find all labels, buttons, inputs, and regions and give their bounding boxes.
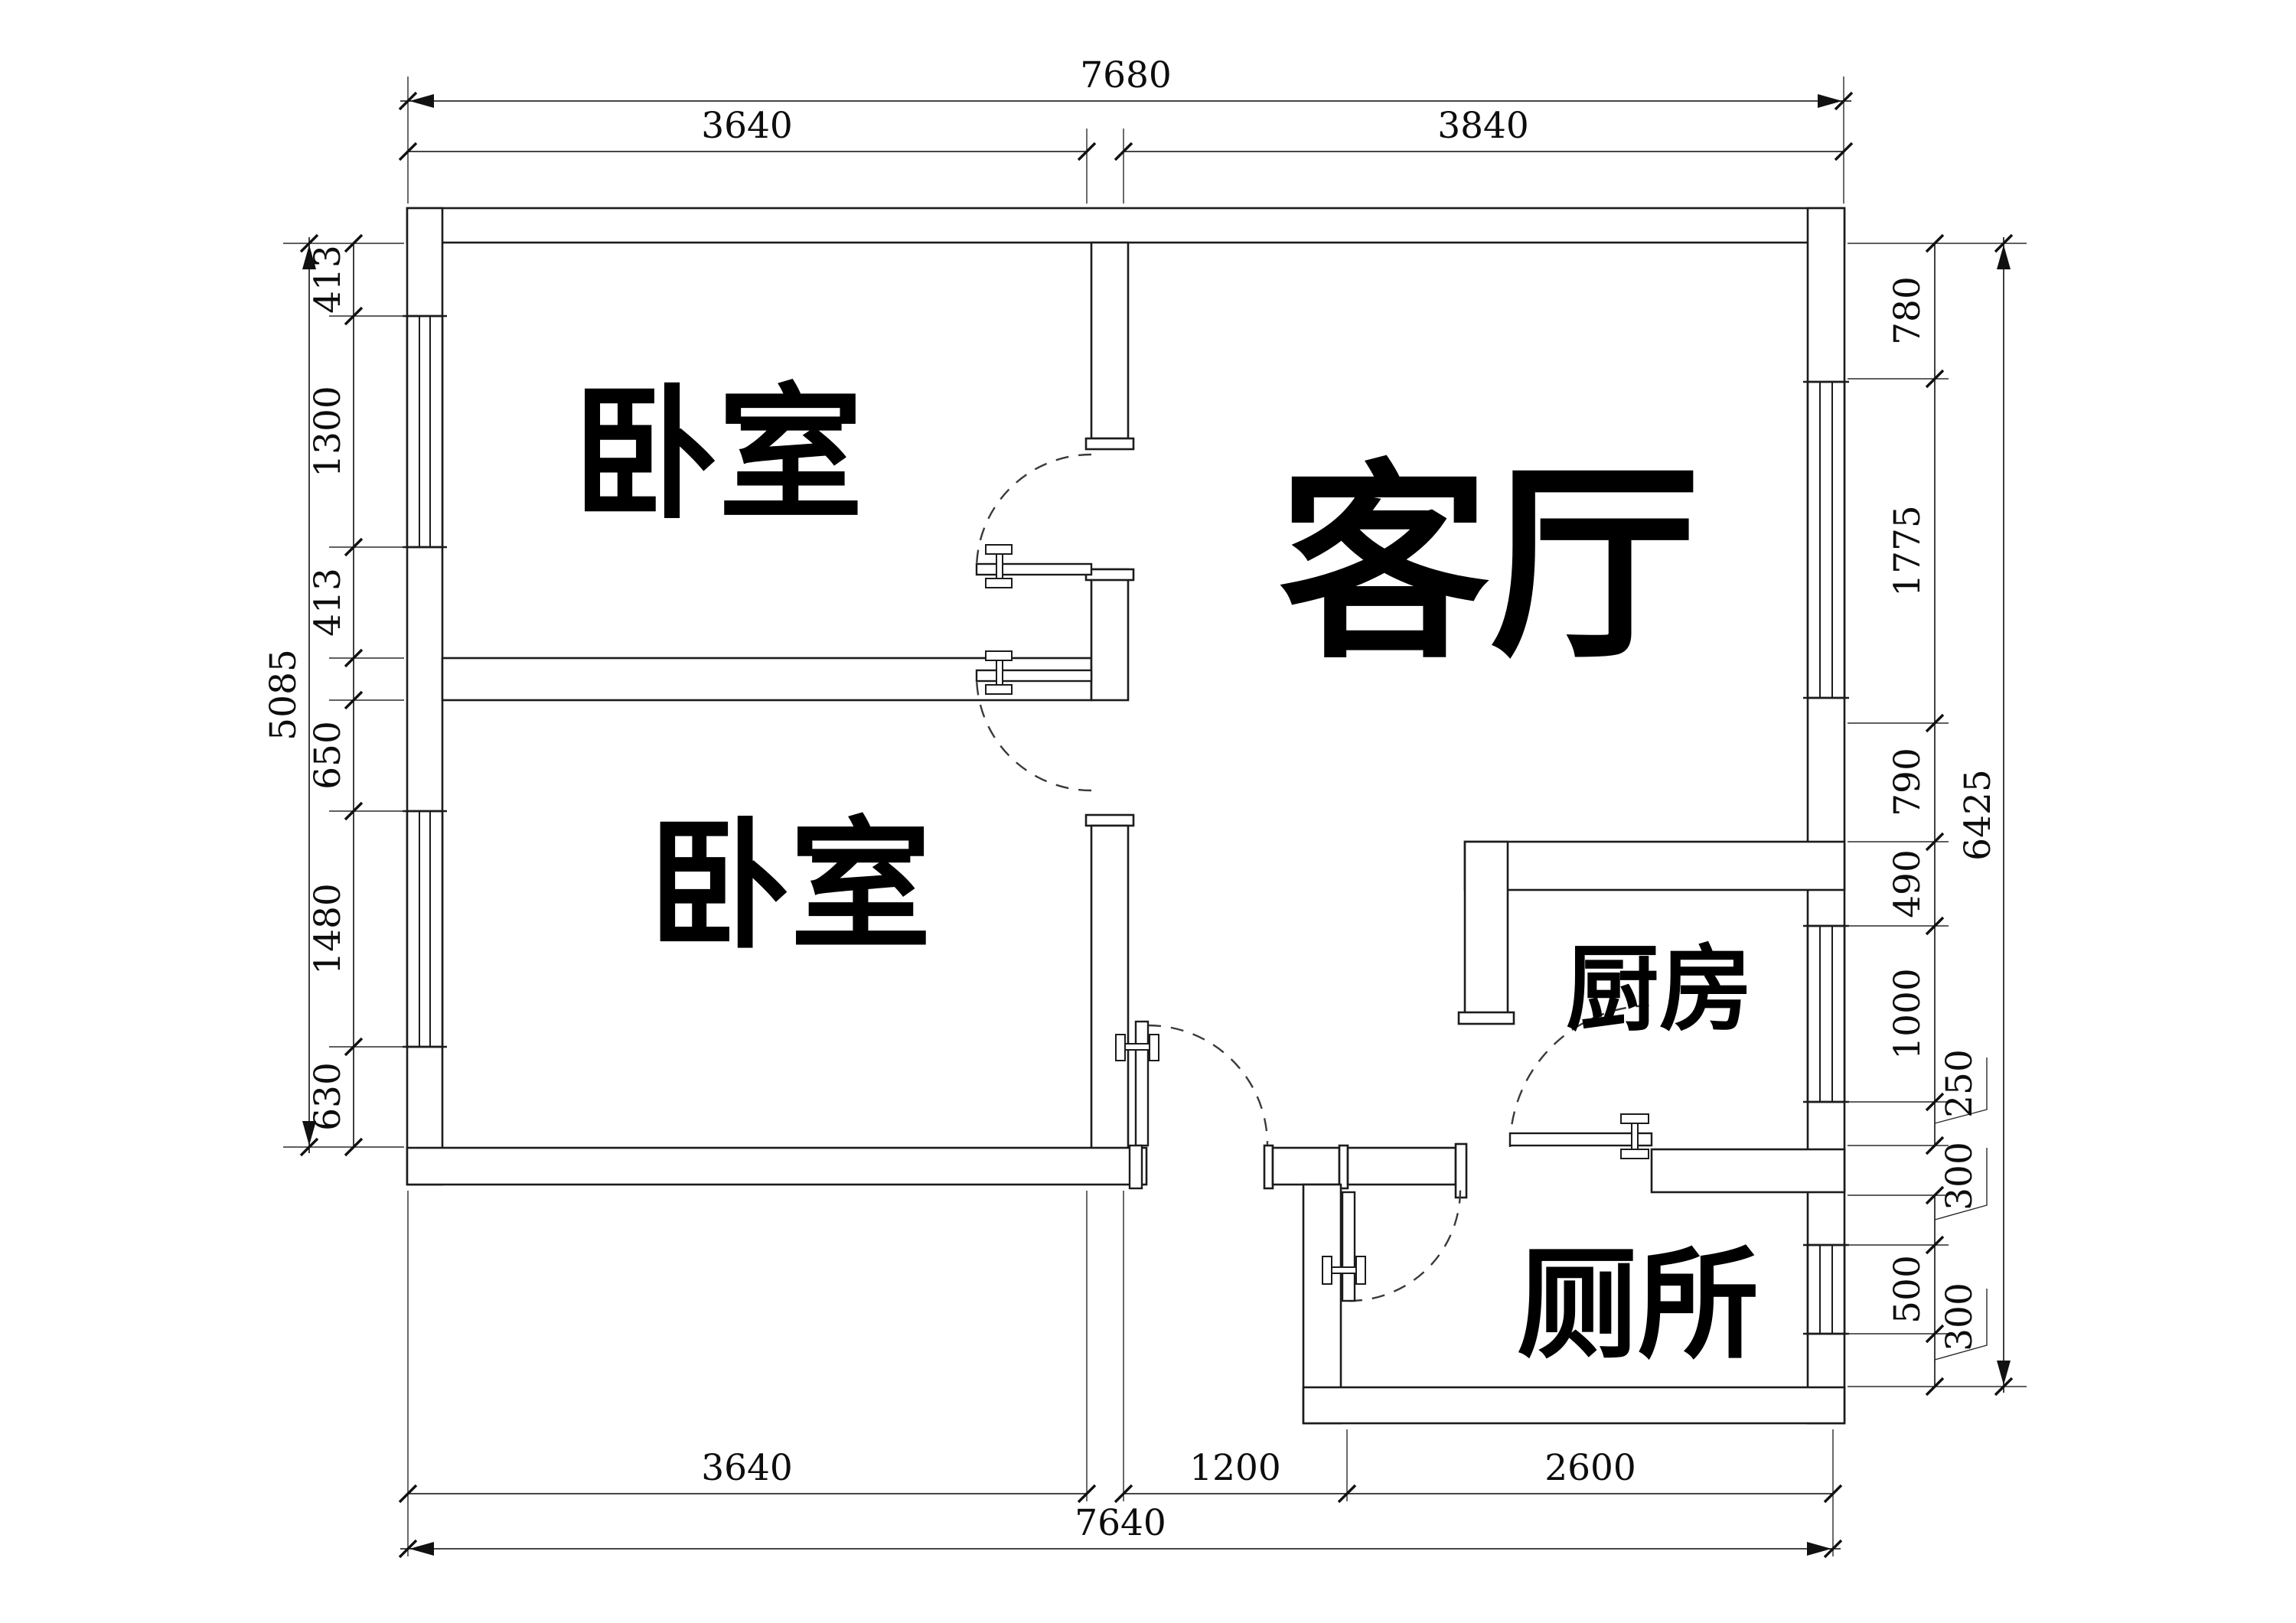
- door-swing-arc: [1349, 1189, 1462, 1302]
- wall-center-lower: [1090, 824, 1130, 1152]
- door-jamb: [1084, 568, 1135, 582]
- door-handle-icon: [1620, 1113, 1649, 1124]
- door-leaf: [1508, 1132, 1653, 1147]
- door-jamb: [1338, 1144, 1349, 1190]
- dim-bottom-right: 2600: [1544, 1447, 1636, 1489]
- window-kitchen: [1803, 924, 1849, 1103]
- window-bedroom-bottom: [403, 810, 447, 1048]
- door-swing-arc: [975, 453, 1092, 570]
- door-handle-icon: [996, 660, 1003, 686]
- door-bedroom-top: [975, 453, 1093, 588]
- door-handle-icon: [1620, 1149, 1649, 1159]
- dim-right-seg-3: 490: [1887, 849, 1929, 918]
- door-handle-icon: [1631, 1123, 1639, 1150]
- wall-center-block: [1090, 568, 1130, 702]
- wall-kitchen-west: [1463, 840, 1509, 1019]
- dim-chain-top: [398, 91, 1854, 161]
- dim-bottom-left: 3640: [701, 1447, 793, 1489]
- door-bedroom-bottom: [975, 650, 1093, 792]
- door-handle-icon: [1355, 1256, 1366, 1285]
- dim-leader-250: [1934, 1058, 1988, 1124]
- room-label-bedroom-top: 卧室: [572, 370, 863, 539]
- dim-left-seg-5: 630: [307, 1062, 349, 1131]
- door-jamb: [1263, 1144, 1274, 1190]
- dim-right-seg-1: 1775: [1887, 505, 1929, 597]
- door-leaf: [1341, 1191, 1356, 1302]
- dim-bottom-overall: 7640: [1075, 1502, 1166, 1544]
- dim-left-seg-4: 1480: [307, 883, 349, 975]
- dim-leader-300-lower: [1934, 1289, 1988, 1361]
- dim-chain-right: [1925, 233, 2014, 1396]
- window-living-room: [1803, 380, 1849, 699]
- wall-bottom-west: [406, 1146, 1148, 1186]
- door-jamb: [1454, 1142, 1468, 1199]
- dimension-lines: 7680 3640 3840 3640 1200 2600 7640 5085 …: [263, 54, 2027, 1559]
- door-leaf: [975, 669, 1093, 683]
- dim-left-seg-0: 413: [307, 245, 349, 314]
- door-leaf: [975, 562, 1093, 576]
- dim-top-right: 3840: [1437, 105, 1529, 147]
- door-leaf: [1134, 1020, 1150, 1147]
- dim-left-seg-3: 650: [307, 721, 349, 790]
- wall-kitchen-toilet: [1650, 1148, 1846, 1194]
- dim-left-seg-2: 413: [307, 568, 349, 637]
- door-jamb: [1084, 813, 1135, 827]
- wall-center-upper: [1090, 241, 1130, 440]
- dimension-labels: 7680 3640 3840 3640 1200 2600 7640 5085 …: [263, 54, 1999, 1544]
- dim-right-seg-5: 250: [1939, 1049, 1981, 1118]
- door-handle-icon: [1322, 1256, 1332, 1285]
- dim-top-overall: 7680: [1080, 54, 1172, 96]
- wall-living-bottom: [1463, 840, 1846, 891]
- room-label-living-room: 客厅: [1279, 442, 1700, 687]
- dim-right-seg-7: 500: [1887, 1255, 1929, 1324]
- door-handle-icon: [985, 544, 1013, 555]
- dim-left-seg-1: 1300: [307, 386, 349, 477]
- dim-top-left: 3640: [701, 105, 793, 147]
- window-toilet: [1803, 1243, 1849, 1335]
- dim-right-seg-8: 300: [1939, 1282, 1981, 1351]
- windows: [403, 314, 1849, 1335]
- door-hall: [1115, 1020, 1269, 1190]
- wall-bottom-mid: [1346, 1146, 1457, 1186]
- door-swing-arc: [1147, 1024, 1269, 1146]
- window-bedroom-top: [403, 314, 447, 549]
- door-jamb: [1128, 1144, 1143, 1190]
- dim-right-seg-6: 300: [1939, 1142, 1981, 1211]
- door-handle-icon: [985, 650, 1013, 661]
- entry-threshold: [1271, 1146, 1341, 1186]
- door-jamb: [1457, 1011, 1515, 1025]
- doors: [975, 453, 1653, 1302]
- door-handle-icon: [985, 684, 1013, 695]
- door-handle-icon: [1331, 1266, 1357, 1274]
- dim-right-seg-0: 780: [1887, 276, 1929, 345]
- dim-right-seg-4: 1000: [1887, 968, 1929, 1060]
- room-label-bedroom-bottom: 卧室: [648, 803, 931, 969]
- door-swing-arc: [1508, 1004, 1652, 1148]
- door-handle-icon: [1124, 1043, 1150, 1051]
- door-handle-icon: [1149, 1034, 1159, 1061]
- door-jamb: [1084, 437, 1135, 451]
- dim-right-overall: 6425: [1957, 769, 1999, 861]
- room-label-kitchen: 厨房: [1566, 935, 1753, 1044]
- extension-lines: [283, 77, 2027, 1556]
- door-handle-icon: [1115, 1034, 1126, 1061]
- door-swing-arc: [975, 675, 1092, 792]
- door-kitchen: [1508, 1004, 1653, 1159]
- room-labels: 卧室 卧室 客厅 厨房 厕所: [572, 370, 1759, 1376]
- wall-toilet-bottom: [1302, 1386, 1846, 1425]
- dim-bottom-mid: 1200: [1189, 1447, 1281, 1489]
- dim-left-overall: 5085: [263, 649, 305, 741]
- door-handle-icon: [985, 578, 1013, 588]
- dim-leader-300-upper: [1934, 1148, 1988, 1221]
- door-handle-icon: [996, 553, 1003, 579]
- wall-top: [406, 207, 1846, 244]
- room-label-toilet: 厕所: [1517, 1235, 1759, 1376]
- dim-right-seg-2: 790: [1887, 748, 1929, 816]
- dim-chain-bottom: [398, 1484, 1843, 1559]
- door-entry: [1322, 1189, 1462, 1302]
- dim-chain-left: [299, 233, 364, 1157]
